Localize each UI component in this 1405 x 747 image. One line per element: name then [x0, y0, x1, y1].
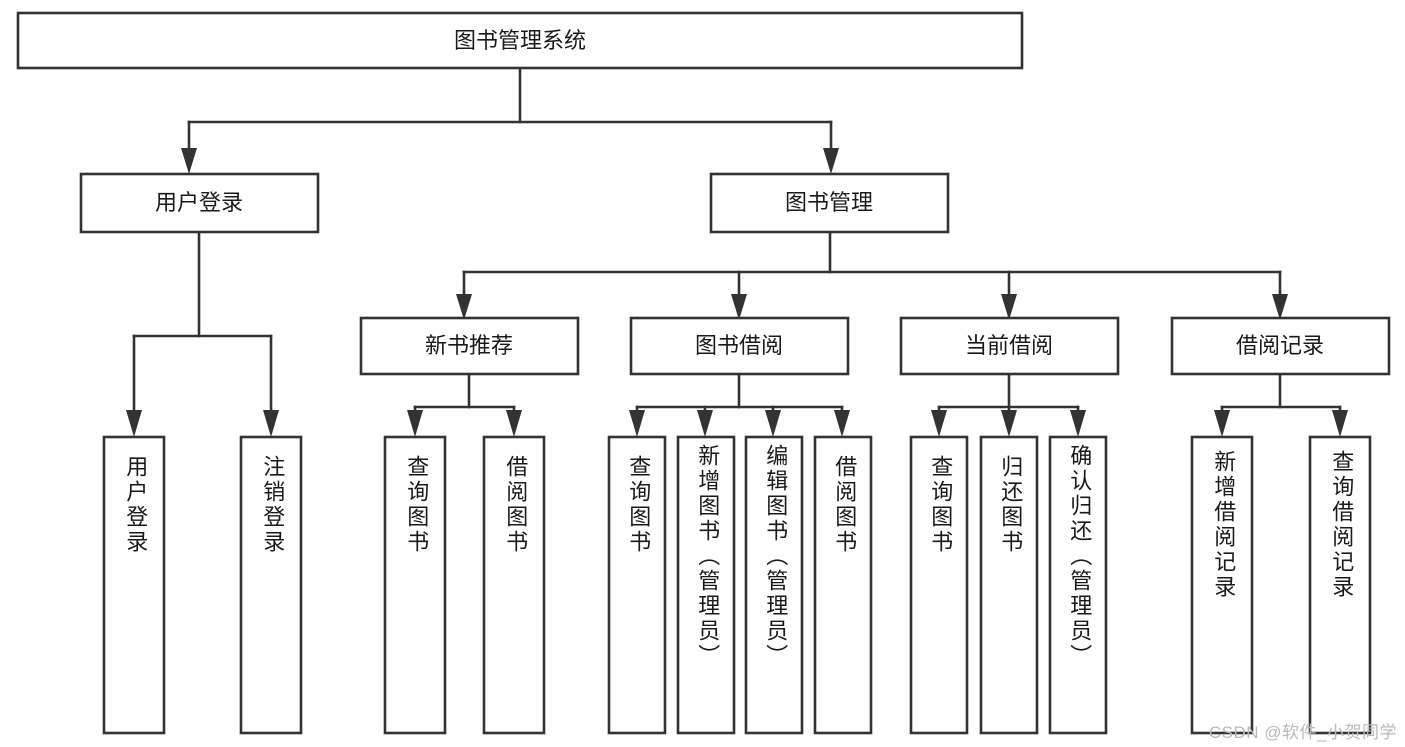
leaf-logout-label: 注销登录 [260, 455, 285, 555]
leaf-confirm-return-admin-label: 确认归还（管理员） [1067, 444, 1092, 669]
arrow-head-bb-leaf-4 [834, 410, 850, 437]
leaf-return-book-label: 归还图书 [998, 455, 1023, 555]
leaf-node-edit-book-admin[interactable]: 编辑图书（管理员） [744, 435, 804, 735]
leaf-borrow-book-nb-label: 借阅图书 [503, 455, 528, 555]
leaf-query-book-nb-label: 查询图书 [404, 455, 429, 555]
node-user-login[interactable]: 用户登录 [79, 172, 320, 234]
leaf-logout-box[interactable] [239, 435, 303, 735]
leaf-node-query-book-cb[interactable]: 查询图书 [909, 435, 969, 735]
connector-user-login-to-leaves [126, 230, 279, 437]
arrow-head-cb-leaf-2 [1001, 410, 1017, 437]
node-current-borrow-box[interactable] [899, 316, 1120, 376]
leaf-add-book-admin-box[interactable] [676, 435, 736, 735]
node-current-borrow-label: 当前借阅 [965, 333, 1053, 358]
leaf-borrow-book-nb-box[interactable] [482, 435, 546, 735]
node-book-management[interactable]: 图书管理 [709, 172, 950, 234]
node-current-borrow[interactable]: 当前借阅 [899, 316, 1120, 376]
leaf-node-query-book-nb[interactable]: 查询图书 [383, 435, 447, 735]
connector-book-borrow-to-leaves [629, 372, 850, 437]
node-new-book-recommend[interactable]: 新书推荐 [359, 316, 580, 376]
arrow-head-bb-leaf-3 [765, 410, 781, 437]
arrow-head-br-leaf-2 [1332, 410, 1348, 437]
leaf-node-query-book-bb[interactable]: 查询图书 [607, 435, 667, 735]
leaf-add-borrow-record-label: 新增借阅记录 [1211, 450, 1236, 600]
connector-new-book-to-leaves [407, 372, 522, 437]
leaf-node-user-login[interactable]: 用户登录 [102, 435, 166, 735]
leaf-node-query-borrow-record[interactable]: 查询借阅记录 [1308, 435, 1372, 735]
leaf-borrow-book-bb-label: 借阅图书 [832, 455, 857, 555]
node-new-book-recommend-box[interactable] [359, 316, 580, 376]
leaf-query-book-cb-box[interactable] [909, 435, 969, 735]
arrow-head-leaf-user-login [126, 410, 142, 437]
connector-root-to-level2 [181, 66, 839, 174]
arrow-head-to-current-borrow [1001, 294, 1017, 320]
connector-borrow-record-to-leaves [1214, 372, 1348, 437]
leaf-node-add-book-admin[interactable]: 新增图书（管理员） [676, 435, 736, 735]
node-book-borrow[interactable]: 图书借阅 [629, 316, 850, 376]
node-borrow-record[interactable]: 借阅记录 [1170, 316, 1391, 376]
leaf-edit-book-admin-label: 编辑图书（管理员） [763, 444, 788, 669]
connector-current-borrow-to-leaves [931, 372, 1086, 437]
leaf-query-borrow-record-label: 查询借阅记录 [1329, 450, 1354, 600]
arrow-head-to-book-borrow [731, 294, 747, 320]
node-root-box[interactable] [16, 11, 1024, 70]
leaf-add-borrow-record-box[interactable] [1190, 435, 1254, 735]
leaf-confirm-return-admin-box[interactable] [1048, 435, 1108, 735]
leaf-query-book-nb-box[interactable] [383, 435, 447, 735]
arrow-head-leaf-logout [263, 410, 279, 437]
arrow-head-to-user-login [181, 148, 197, 174]
leaf-add-book-admin-label: 新增图书（管理员） [695, 444, 720, 669]
arrow-head-cb-leaf-1 [931, 410, 947, 437]
node-root-label: 图书管理系统 [454, 28, 586, 53]
leaf-query-book-bb-label: 查询图书 [626, 455, 651, 555]
leaf-node-return-book[interactable]: 归还图书 [979, 435, 1039, 735]
leaf-user-login-label: 用户登录 [123, 455, 148, 555]
node-user-login-label: 用户登录 [155, 190, 243, 215]
leaf-node-borrow-book-nb[interactable]: 借阅图书 [482, 435, 546, 735]
leaf-query-borrow-record-box[interactable] [1308, 435, 1372, 735]
node-book-management-label: 图书管理 [785, 190, 873, 215]
node-book-borrow-box[interactable] [629, 316, 850, 376]
arrow-head-to-borrow-record [1272, 294, 1288, 320]
leaf-node-add-borrow-record[interactable]: 新增借阅记录 [1190, 435, 1254, 735]
leaf-return-book-box[interactable] [979, 435, 1039, 735]
arrow-head-nb-leaf-1 [407, 410, 423, 437]
node-new-book-recommend-label: 新书推荐 [425, 333, 513, 358]
arrow-head-br-leaf-1 [1214, 410, 1230, 437]
connector-book-manage-to-level3 [456, 230, 1288, 320]
leaf-edit-book-admin-box[interactable] [744, 435, 804, 735]
leaf-node-borrow-book-bb[interactable]: 借阅图书 [813, 435, 873, 735]
arrow-head-bb-leaf-2 [697, 410, 713, 437]
leaf-node-confirm-return-admin[interactable]: 确认归还（管理员） [1048, 435, 1108, 735]
node-borrow-record-label: 借阅记录 [1236, 333, 1324, 358]
leaf-user-login-box[interactable] [102, 435, 166, 735]
leaf-borrow-book-bb-box[interactable] [813, 435, 873, 735]
node-borrow-record-box[interactable] [1170, 316, 1391, 376]
node-root-book-management-system[interactable]: 图书管理系统 [16, 11, 1024, 70]
arrow-head-to-new-book [456, 294, 472, 320]
arrow-head-cb-leaf-3 [1070, 410, 1086, 437]
leaf-query-book-cb-label: 查询图书 [928, 455, 953, 555]
arrow-head-bb-leaf-1 [629, 410, 645, 437]
leaf-node-logout[interactable]: 注销登录 [239, 435, 303, 735]
arrow-head-to-book-manage [823, 148, 839, 174]
leaf-query-book-bb-box[interactable] [607, 435, 667, 735]
arrow-head-nb-leaf-2 [506, 410, 522, 437]
node-user-login-box[interactable] [79, 172, 320, 234]
node-book-management-box[interactable] [709, 172, 950, 234]
node-book-borrow-label: 图书借阅 [695, 333, 783, 358]
